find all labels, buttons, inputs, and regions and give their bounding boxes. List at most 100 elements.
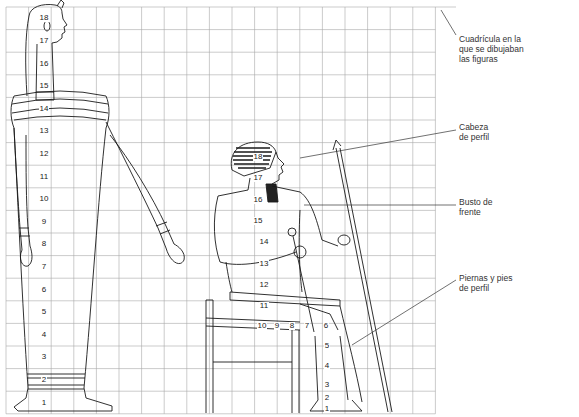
standing-woman [26, 16, 29, 96]
seated-man [230, 292, 340, 306]
seated-man [299, 210, 302, 292]
grid-number: 7 [41, 263, 47, 271]
leader-line [304, 205, 456, 206]
grid [6, 7, 456, 414]
standing-woman [11, 96, 28, 388]
standing-woman [156, 222, 170, 234]
seated-man [288, 228, 296, 236]
grid-number: 8 [41, 240, 47, 248]
seated-man [322, 240, 338, 246]
grid [6, 210, 435, 211]
grid [254, 7, 255, 414]
standing-woman [12, 99, 108, 104]
grid [345, 7, 346, 414]
grid [209, 7, 210, 414]
grid-number: 8 [289, 322, 295, 330]
grid [51, 7, 52, 414]
grid-number: 15 [39, 82, 50, 90]
standing-woman [57, 0, 64, 8]
callout-label: Busto de frente [459, 197, 499, 217]
grid [6, 97, 435, 98]
grid-number: 2 [324, 394, 330, 402]
grid-number: 10 [257, 322, 268, 330]
grid-number: 11 [259, 302, 269, 310]
grid [6, 187, 435, 188]
grid-number: 4 [41, 331, 47, 339]
grid-number: 12 [39, 150, 50, 158]
grid [6, 52, 435, 53]
grid [6, 278, 435, 279]
seated-man [310, 400, 362, 411]
seated-man [293, 236, 314, 332]
seated-man [300, 304, 338, 330]
standing-woman [44, 21, 50, 31]
seated-man [340, 306, 362, 402]
grid [96, 7, 97, 414]
chair [206, 300, 300, 413]
grid-number: 5 [41, 308, 47, 316]
seated-man [233, 148, 272, 168]
grid-number: 9 [41, 218, 47, 226]
chair [292, 330, 299, 413]
grid-number: 3 [41, 353, 47, 361]
grid-number: 13 [39, 127, 50, 135]
grid-number: 4 [324, 362, 330, 370]
grid-number: 14 [259, 238, 270, 246]
standing-woman [52, 13, 67, 43]
grid [119, 7, 120, 414]
callout-label: Cuadrícula en la que se dibujaban las fi… [459, 34, 531, 65]
grid [6, 391, 435, 392]
grid-number: 6 [323, 322, 329, 330]
chair [206, 300, 213, 413]
seated-man [231, 142, 276, 176]
standing-woman [14, 116, 106, 120]
grid [6, 74, 435, 75]
seated-man [214, 140, 392, 412]
standing-woman [62, 388, 112, 411]
grid [232, 7, 233, 414]
grid-number: 16 [39, 60, 50, 68]
grid [73, 7, 74, 414]
grid-number: 1 [41, 399, 47, 407]
grid-number: 16 [253, 196, 264, 204]
grid-number: 3 [324, 381, 330, 389]
grid-number: 17 [39, 37, 50, 45]
grid [6, 142, 435, 143]
standing-woman [106, 122, 184, 264]
grid [6, 368, 435, 369]
chair [213, 362, 292, 363]
grid [435, 7, 436, 414]
grid-number: 12 [259, 281, 270, 289]
grid [141, 7, 142, 414]
grid-number: 11 [39, 173, 49, 181]
leader-line [441, 10, 456, 35]
grid-number: 17 [253, 174, 264, 182]
standing-woman [14, 388, 62, 411]
grid-number: 15 [253, 217, 264, 225]
grid-number: 13 [259, 260, 270, 268]
grid-number: 1 [324, 405, 330, 413]
grid [412, 7, 413, 414]
standing-woman [19, 228, 30, 236]
grid [6, 413, 435, 414]
grid-number: 5 [324, 342, 330, 350]
grid [6, 120, 435, 121]
grid-number: 14 [39, 105, 50, 113]
seated-man [226, 262, 232, 292]
standing-woman [12, 108, 108, 113]
grid [6, 29, 435, 30]
grid [277, 7, 278, 414]
grid [322, 7, 323, 414]
standing-woman [27, 374, 85, 389]
callout-label: Piernas y pies de perfil [459, 273, 521, 293]
standing-woman [84, 96, 109, 388]
seated-man [272, 186, 322, 240]
seated-man [338, 235, 350, 245]
standing-woman [11, 0, 184, 411]
grid [6, 165, 435, 166]
grid [6, 346, 435, 347]
grid [164, 7, 165, 414]
seated-man [333, 140, 341, 150]
leader-line [352, 280, 456, 345]
